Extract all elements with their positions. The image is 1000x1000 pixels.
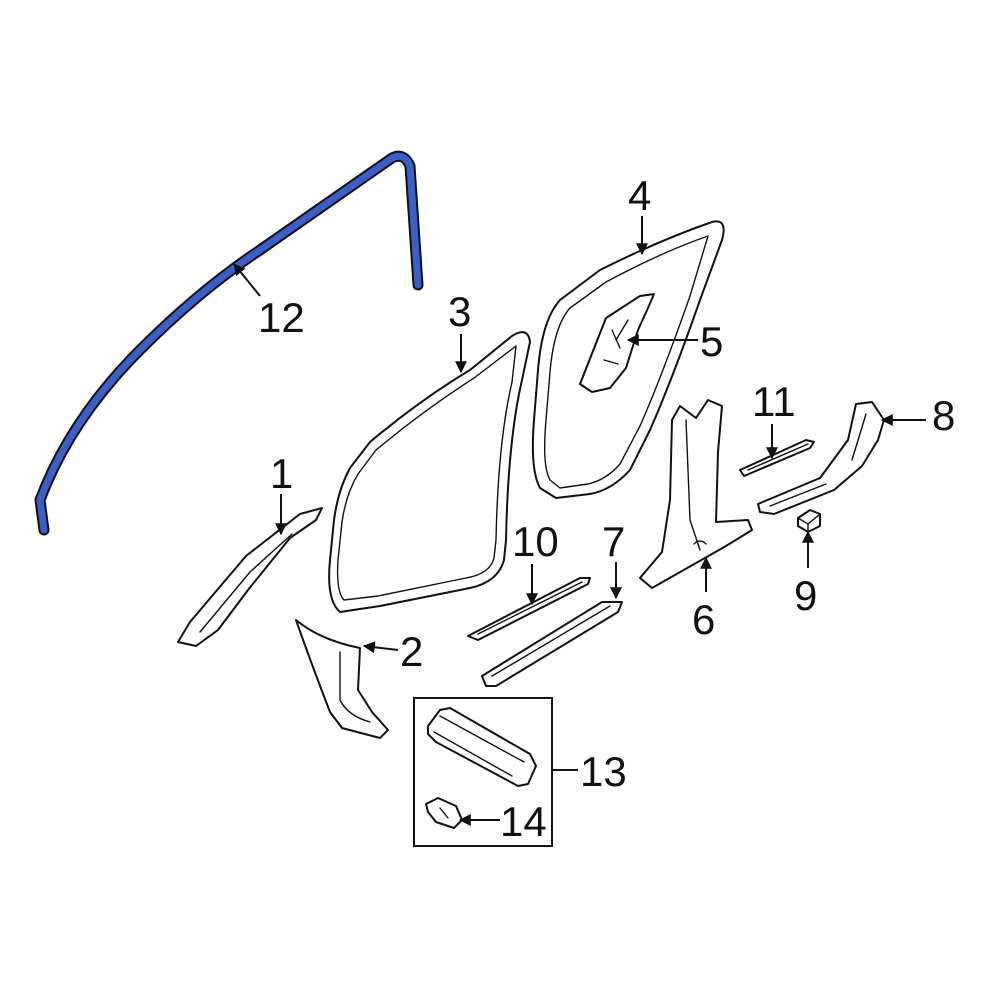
leader-lines bbox=[233, 216, 926, 826]
part-2-kick-panel[interactable] bbox=[295, 619, 389, 739]
part-3-door-seal[interactable] bbox=[328, 331, 531, 613]
callout-12: 12 bbox=[258, 294, 305, 341]
callout-7: 7 bbox=[602, 518, 625, 565]
callout-4: 4 bbox=[628, 172, 651, 219]
callout-6: 6 bbox=[692, 596, 715, 643]
part-14-clip[interactable] bbox=[425, 797, 463, 829]
callout-9: 9 bbox=[794, 572, 817, 619]
callout-10: 10 bbox=[512, 518, 559, 565]
part-6-b-pillar-trim[interactable] bbox=[639, 399, 753, 589]
part-5-bracket[interactable] bbox=[579, 293, 655, 393]
callout-11: 11 bbox=[752, 378, 796, 425]
callout-labels: 12 1 2 3 4 5 6 7 8 9 10 11 13 14 bbox=[258, 172, 955, 845]
part-1-pillar-trim[interactable] bbox=[177, 507, 323, 647]
part-13-storage-tray[interactable] bbox=[427, 707, 537, 787]
part-12-weatherstrip[interactable] bbox=[34, 150, 424, 536]
callout-14: 14 bbox=[500, 798, 547, 845]
callout-1: 1 bbox=[270, 450, 293, 497]
part-11-rear-sill[interactable] bbox=[739, 439, 815, 477]
callout-2: 2 bbox=[400, 628, 423, 675]
part-8-rear-scuff[interactable] bbox=[757, 401, 885, 515]
callout-8: 8 bbox=[932, 392, 955, 439]
callout-3: 3 bbox=[448, 288, 471, 335]
callout-5: 5 bbox=[700, 318, 723, 365]
part-7-scuff-plate[interactable] bbox=[481, 601, 623, 687]
callout-13: 13 bbox=[580, 748, 627, 795]
inset-box bbox=[413, 697, 553, 847]
part-10-sill-plate[interactable] bbox=[467, 577, 591, 641]
part-9-clip[interactable] bbox=[797, 509, 821, 533]
